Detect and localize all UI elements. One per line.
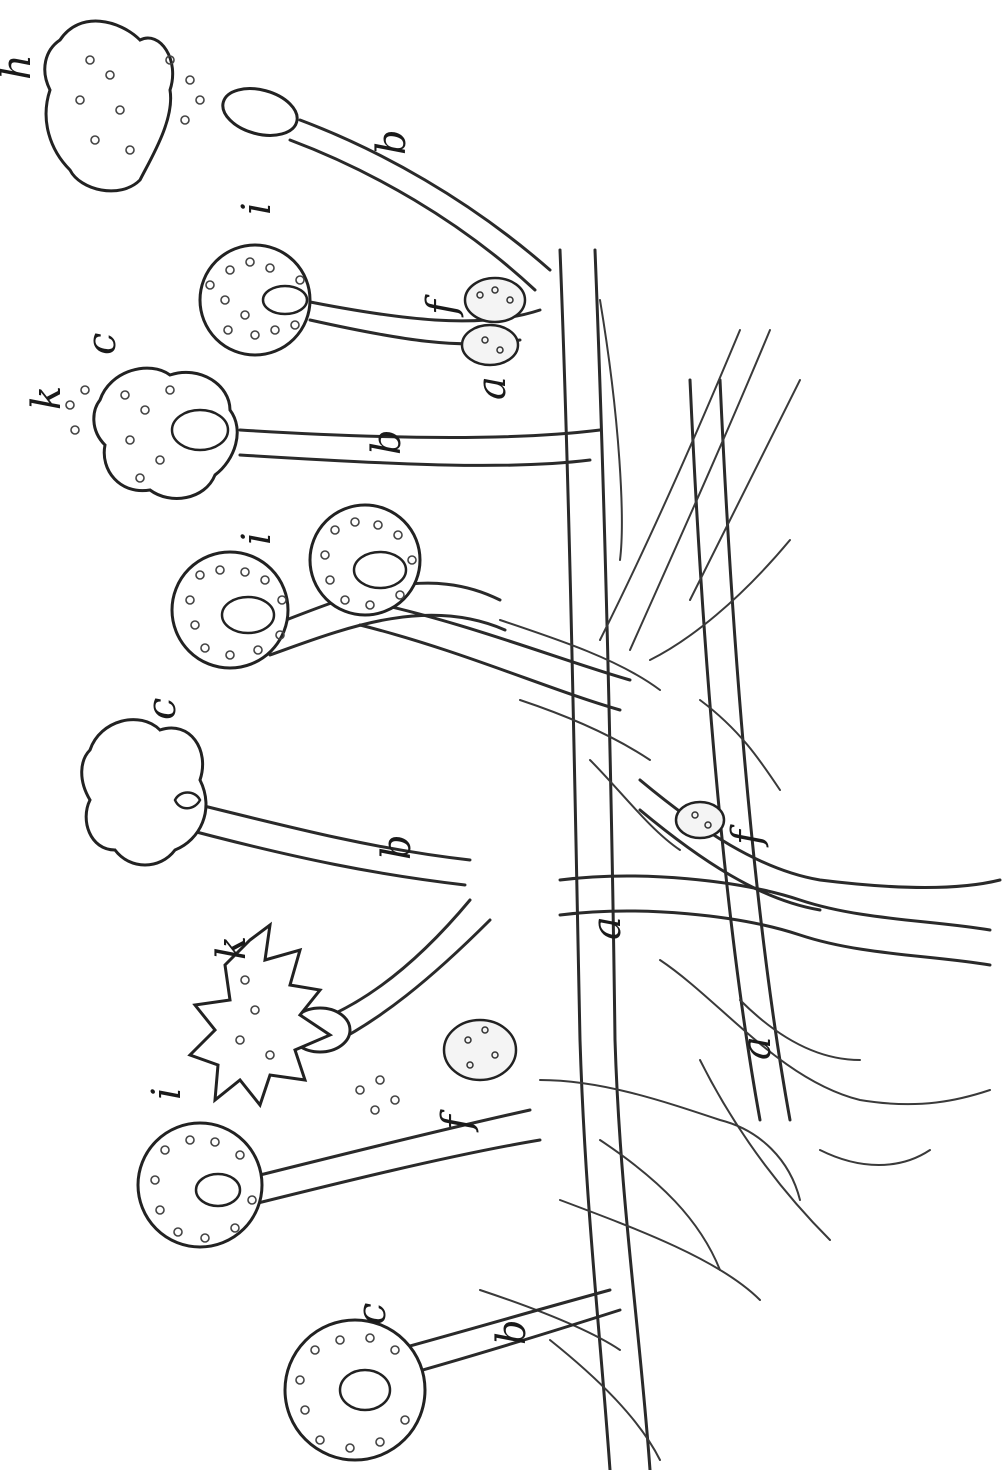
label-k: k bbox=[24, 386, 70, 410]
label-k: k bbox=[209, 936, 255, 960]
label-b: b bbox=[489, 1319, 535, 1345]
figure-labels: h b i f c k b a i c b f a k f a i c b bbox=[0, 54, 780, 1345]
label-c: c bbox=[79, 333, 125, 355]
label-a: a bbox=[469, 376, 515, 400]
label-f: f bbox=[724, 824, 770, 848]
label-b: b bbox=[369, 129, 415, 155]
label-c: c bbox=[139, 698, 185, 720]
label-f: f bbox=[434, 1109, 480, 1133]
label-b: b bbox=[374, 834, 420, 860]
label-i: i bbox=[234, 532, 280, 545]
label-b: b bbox=[364, 429, 410, 455]
label-i: i bbox=[234, 202, 280, 215]
label-i: i bbox=[144, 1087, 190, 1100]
label-f: f bbox=[419, 294, 465, 318]
label-c: c bbox=[349, 1303, 395, 1325]
label-a: a bbox=[734, 1036, 780, 1060]
label-a: a bbox=[584, 916, 630, 940]
label-h: h bbox=[0, 54, 40, 80]
